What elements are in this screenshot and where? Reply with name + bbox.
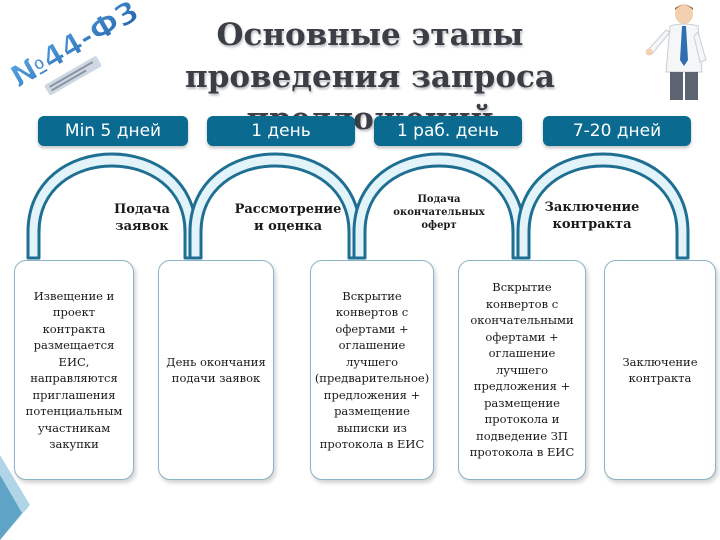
stage-label-2: Рассмотрение и оценка xyxy=(234,202,342,234)
arc-arrow-4 xyxy=(516,152,690,260)
slide-title: Основные этапы проведения запроса предло… xyxy=(130,14,610,140)
stage-card-4: Вскрытие конвертов с окончательными офер… xyxy=(458,260,586,480)
stage-card-5: Заключение контракта xyxy=(604,260,716,480)
stage-card-4-text: Вскрытие конвертов с окончательными офер… xyxy=(469,280,575,460)
stage-card-2-text: День окончания подачи заявок xyxy=(166,354,266,386)
law-44-fz-logo: №44-ФЗ xyxy=(4,0,145,96)
stage-card-3: Вскрытие конвертов с офертами + оглашени… xyxy=(310,260,434,480)
duration-pill-4: 7-20 дней xyxy=(543,116,691,146)
stage-card-3-text: Вскрытие конвертов с офертами + оглашени… xyxy=(314,288,430,452)
stage-arrows xyxy=(26,152,690,260)
slide-title-text: Основные этапы проведения запроса предло… xyxy=(185,17,555,137)
duration-pill-1: Min 5 дней xyxy=(38,116,188,146)
stage-card-2: День окончания подачи заявок xyxy=(158,260,274,480)
stage-label-1: Подача заявок xyxy=(114,202,170,234)
stage-label-3: Подача окончательных оферт xyxy=(393,194,485,231)
duration-pill-3: 1 раб. день xyxy=(374,116,522,146)
stage-card-5-text: Заключение контракта xyxy=(622,354,698,386)
stage-card-1: Извещение и проект контракта размещается… xyxy=(14,260,134,480)
corner-decoration xyxy=(0,455,30,540)
stage-card-1-text: Извещение и проект контракта размещается… xyxy=(25,288,123,452)
businessman-pointing-illustration xyxy=(645,4,707,100)
duration-pill-2: 1 день xyxy=(207,116,355,146)
stage-label-4: Заключение контракта xyxy=(544,200,640,232)
